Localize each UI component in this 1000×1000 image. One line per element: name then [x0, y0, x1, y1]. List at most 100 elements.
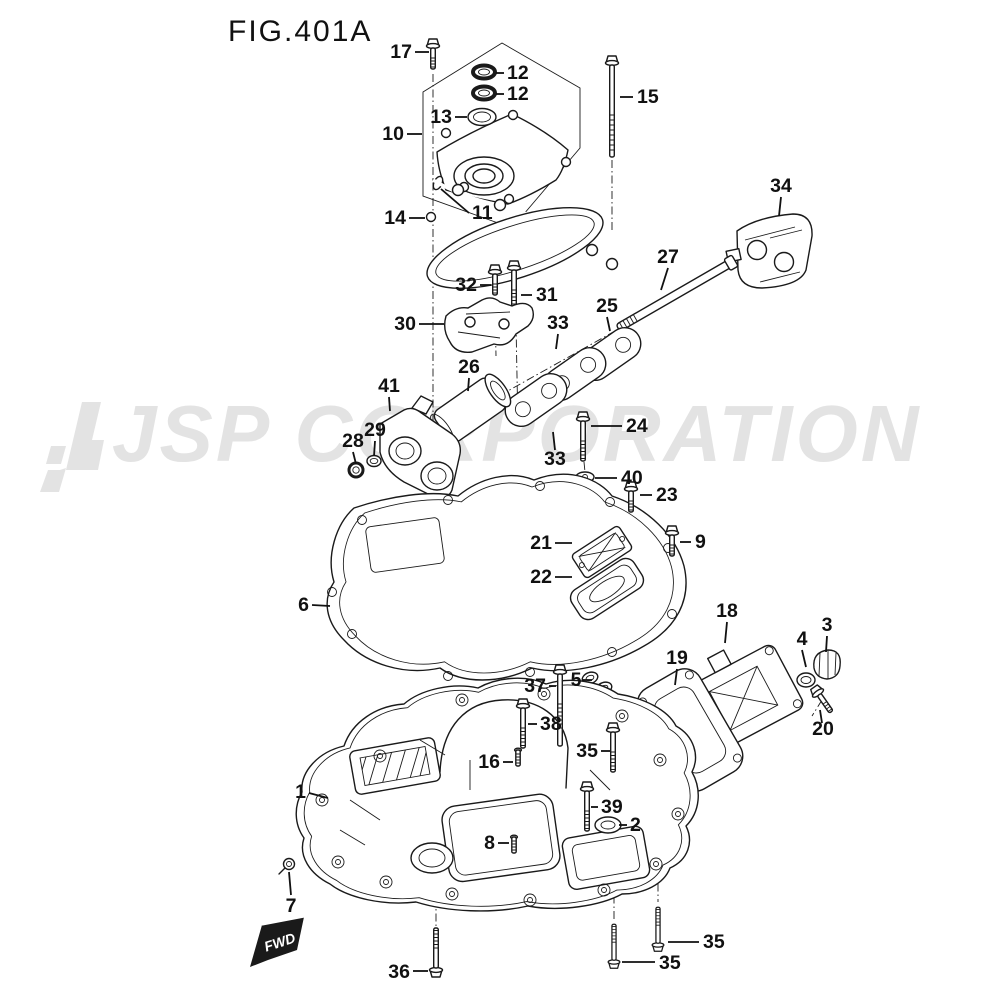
- part-14-grommet: [425, 211, 437, 223]
- part-leader-34: [778, 196, 782, 217]
- part-10-cylinder-head-cover: [422, 42, 619, 271]
- part-leader-26: [467, 377, 470, 392]
- part-number-1: 1: [295, 781, 306, 803]
- part-27-rod: [616, 254, 739, 332]
- part-number-35: 35: [576, 740, 598, 762]
- diagram-line-art: [278, 38, 841, 978]
- part-leader-19: [674, 668, 678, 686]
- part-17-bolt: [425, 38, 441, 70]
- part-21-reed-plate: [571, 525, 633, 579]
- part-number-12: 12: [507, 83, 529, 105]
- part-number-34: 34: [770, 175, 792, 197]
- part-number-30: 30: [394, 313, 416, 335]
- part-36-bolt: [428, 927, 444, 978]
- part-number-3: 3: [822, 614, 833, 636]
- part-15-bolt: [604, 55, 620, 158]
- part-number-4: 4: [797, 628, 808, 650]
- part-3-cap: [813, 649, 841, 680]
- part-number-27: 27: [657, 246, 679, 268]
- part-leader-18: [724, 621, 728, 644]
- part-number-23: 23: [656, 484, 678, 506]
- part-20-bolt: [807, 682, 838, 717]
- part-30-bracket: [443, 297, 535, 353]
- part-14-cover-gasket: [426, 207, 604, 289]
- fwd-arrow-icon: [250, 917, 304, 967]
- part-number-22: 22: [530, 566, 552, 588]
- part-number-29: 29: [364, 419, 386, 441]
- part-leader-27: [660, 267, 669, 291]
- part-number-11: 11: [472, 202, 493, 224]
- part-13-washer: [467, 107, 497, 127]
- part-number-41: 41: [378, 375, 400, 397]
- part-leader-6: [311, 604, 331, 607]
- part-33-mount-plate-lower: [504, 372, 568, 428]
- part-number-2: 2: [630, 814, 641, 836]
- bolt-holes: [315, 687, 685, 907]
- part-number-31: 31: [536, 284, 558, 306]
- part-number-19: 19: [666, 647, 688, 669]
- part-leader-7: [288, 871, 292, 896]
- part-number-17: 17: [390, 41, 412, 63]
- part-number-10: 10: [382, 123, 404, 145]
- part-leader-1: [308, 792, 329, 799]
- part-leader-33: [552, 431, 556, 451]
- part-number-14: 14: [384, 207, 406, 229]
- part-35-bolt-right: [651, 906, 665, 952]
- part-leader-20: [819, 709, 823, 724]
- figure-title: FIG.401A: [228, 15, 372, 48]
- part-number-5: 5: [571, 669, 582, 691]
- part-22-reed-cover: [569, 557, 645, 621]
- part-leader-33: [555, 333, 559, 350]
- part-number-13: 13: [430, 106, 452, 128]
- part-number-36: 36: [388, 961, 410, 983]
- part-leader-41: [388, 396, 391, 412]
- part-number-24: 24: [626, 415, 648, 437]
- part-12-oil-seals: [471, 63, 497, 102]
- part-6-base-gasket: [326, 473, 687, 681]
- part-35-bolt-left: [607, 923, 621, 969]
- part-leader-3: [825, 635, 828, 653]
- part-1-engine-holder: [295, 677, 699, 912]
- part-16-stud: [513, 747, 523, 767]
- part-number-6: 6: [298, 594, 309, 616]
- part-number-35: 35: [659, 952, 681, 974]
- fwd-badge: FWD: [250, 916, 305, 967]
- part-number-26: 26: [458, 356, 480, 378]
- part-number-40: 40: [621, 467, 643, 489]
- part-leader-25: [606, 316, 611, 332]
- part-number-35: 35: [703, 931, 725, 953]
- part-28-nut: [347, 461, 365, 479]
- part-number-8: 8: [484, 832, 495, 854]
- part-leader-28: [352, 451, 357, 465]
- part-leader-29: [373, 440, 376, 457]
- part-8-stud: [509, 834, 519, 854]
- part-number-21: 21: [530, 532, 552, 554]
- part-number-32: 32: [455, 274, 477, 296]
- part-34-clamp: [725, 213, 813, 289]
- part-31-bolt: [506, 260, 522, 311]
- part-number-38: 38: [540, 713, 562, 735]
- part-4-washer: [796, 672, 816, 688]
- part-29-washer: [366, 454, 382, 468]
- part-7-fitting: [278, 857, 296, 875]
- part-number-20: 20: [812, 718, 834, 740]
- part-41-bracket: [379, 395, 462, 500]
- part-number-37: 37: [524, 675, 546, 697]
- part-number-7: 7: [286, 895, 297, 917]
- part-number-15: 15: [637, 86, 659, 108]
- part-number-39: 39: [601, 796, 623, 818]
- part-number-33: 33: [544, 448, 566, 470]
- part-19-gasket: [636, 668, 744, 792]
- part-number-9: 9: [695, 531, 706, 553]
- part-number-18: 18: [716, 600, 738, 622]
- part-number-25: 25: [596, 295, 618, 317]
- part-number-12: 12: [507, 62, 529, 84]
- part-2-ring: [594, 816, 622, 834]
- watermark-logo-icon: [40, 402, 104, 492]
- part-number-33: 33: [547, 312, 569, 334]
- part-leader-4: [801, 649, 807, 668]
- part-number-16: 16: [478, 751, 500, 773]
